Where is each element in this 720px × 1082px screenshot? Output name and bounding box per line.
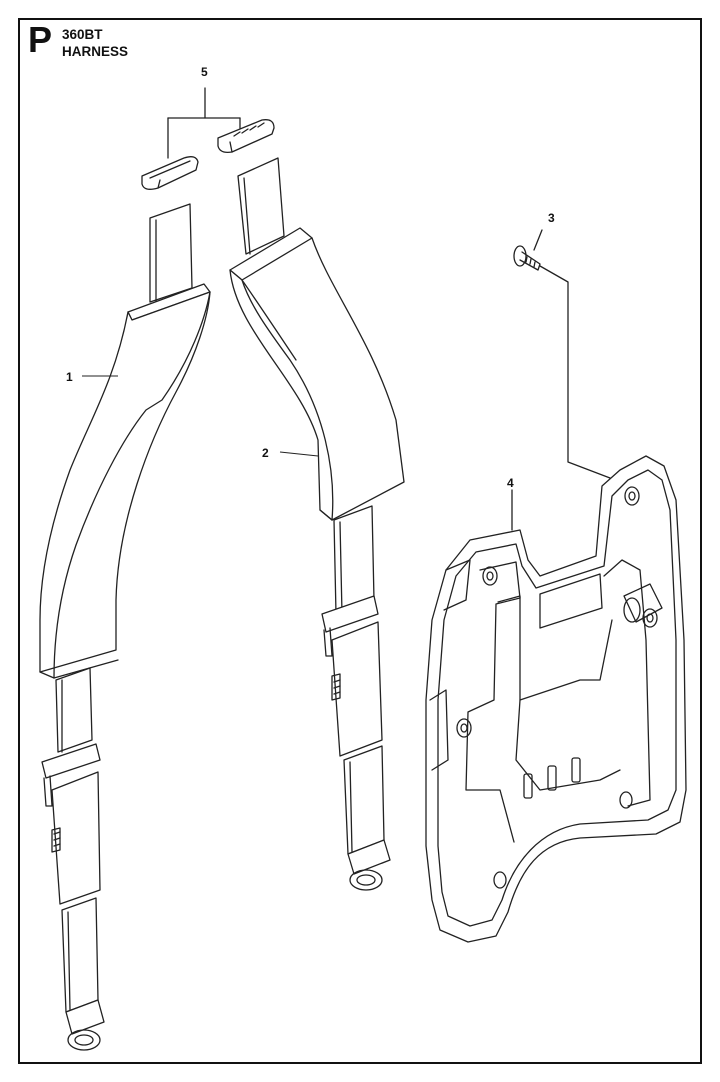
callout-4: 4: [507, 476, 514, 490]
leader-2: [279, 451, 319, 457]
leader-3-path: [539, 265, 621, 495]
part-1-left-strap: [39, 203, 211, 1051]
model-name: 360BT: [62, 27, 103, 42]
drawing-frame: [18, 18, 702, 1064]
callout-1: 1: [66, 370, 73, 384]
part-4-back-plate: [425, 455, 687, 943]
diagram-title: HARNESS: [62, 44, 129, 59]
leader-5: [167, 87, 241, 159]
leader-3: [533, 229, 543, 251]
section-letter: P: [28, 19, 53, 60]
callout-3: 3: [548, 211, 555, 225]
part-5-clips: [141, 119, 275, 190]
part-3-screw: [513, 245, 541, 271]
callout-2: 2: [262, 446, 269, 460]
callout-5: 5: [201, 65, 208, 79]
part-2-right-strap: [229, 157, 405, 891]
